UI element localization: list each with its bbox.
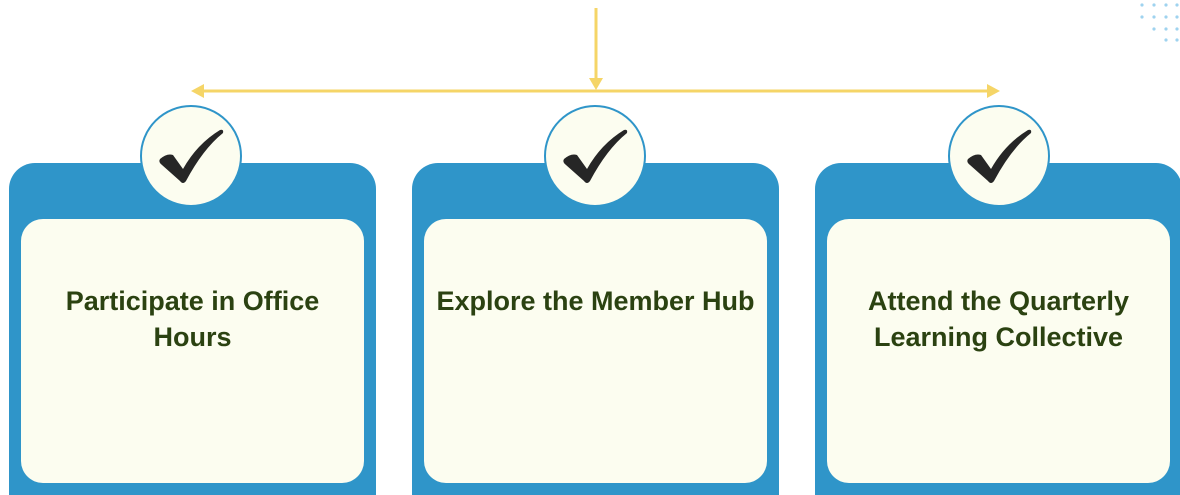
step-card-member-hub: Explore the Member Hub <box>412 163 779 495</box>
decorative-dots <box>1140 3 1179 42</box>
step-card-panel: Attend the Quarterly Learning Collective <box>827 219 1170 483</box>
step-card-panel: Participate in Office Hours <box>21 219 364 483</box>
step-label: Explore the Member Hub <box>436 286 755 316</box>
step-label: Attend the Quarterly Learning Collective <box>867 286 1130 352</box>
check-mark-icon <box>563 129 628 183</box>
check-mark-icon <box>967 129 1032 183</box>
step-card-learning-collective: Attend the Quarterly Learning Collective <box>815 163 1180 495</box>
right-arrowhead <box>987 84 1000 98</box>
check-badge <box>544 105 646 207</box>
check-mark-icon <box>159 129 224 183</box>
step-label: Participate in Office Hours <box>65 286 320 352</box>
check-badge <box>140 105 242 207</box>
down-arrowhead <box>589 78 603 90</box>
check-badge <box>948 105 1050 207</box>
step-card-panel: Explore the Member Hub <box>424 219 767 483</box>
left-arrowhead <box>191 84 204 98</box>
step-card-office-hours: Participate in Office Hours <box>9 163 376 495</box>
